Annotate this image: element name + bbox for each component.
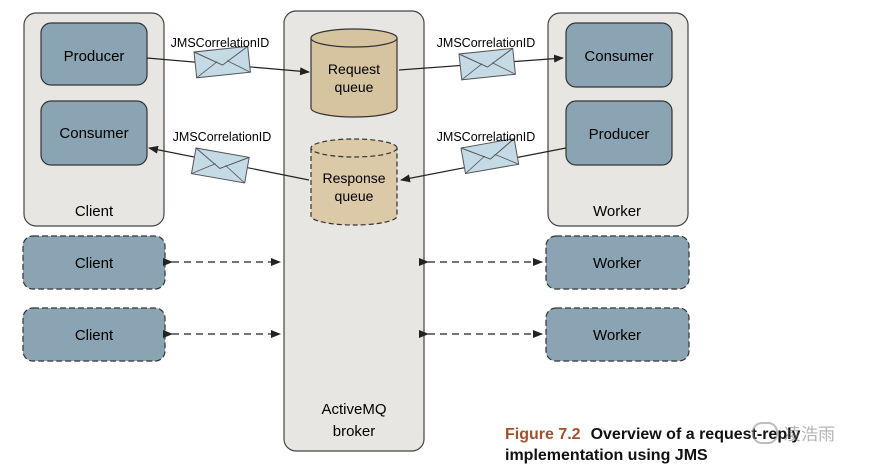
extra-client-label: Client (75, 255, 114, 272)
chat-icon (752, 421, 778, 444)
extra-worker-box (545, 235, 690, 290)
client-consumer-box (40, 100, 148, 166)
envelope-icon (460, 138, 520, 175)
response-queue: Response queue (310, 138, 398, 226)
figure-caption-text: Overview of a request-reply implementati… (505, 426, 801, 464)
watermark: 凌浩雨 (752, 420, 835, 445)
worker-consumer-label: Consumer (584, 48, 653, 65)
worker-producer-box (565, 100, 673, 166)
jms-label-request-out: JMSCorrelationID (437, 36, 536, 50)
response-queue-line2: queue (335, 188, 374, 204)
broker-subtitle: broker (333, 423, 376, 440)
request-queue-line1: Request (328, 61, 380, 77)
jms-label-request-in: JMSCorrelationID (171, 36, 270, 50)
request-queue-line2: queue (335, 79, 374, 95)
client-producer-box (40, 22, 148, 86)
envelope-icon (458, 47, 516, 81)
response-queue-line1: Response (322, 170, 385, 186)
extra-worker-label: Worker (593, 255, 641, 272)
extra-worker-label: Worker (593, 327, 641, 344)
extra-worker-box (545, 307, 690, 362)
figure-number: Figure 7.2 (505, 426, 581, 443)
envelope-icon (190, 147, 250, 184)
jms-label-response-in: JMSCorrelationID (437, 130, 536, 144)
client-producer-label: Producer (64, 48, 125, 65)
activemq-broker-box (283, 10, 425, 452)
watermark-text: 凌浩雨 (784, 425, 835, 444)
worker-label: Worker (593, 203, 641, 220)
client-label: Client (75, 203, 114, 220)
client-consumer-label: Consumer (59, 125, 128, 142)
request-queue: Request queue (310, 28, 398, 118)
envelope-icon (193, 45, 251, 79)
broker-name: ActiveMQ (321, 401, 386, 418)
worker-consumer-box (565, 22, 673, 88)
jms-label-response-out: JMSCorrelationID (173, 130, 272, 144)
worker-producer-label: Producer (589, 126, 650, 143)
extra-client-label: Client (75, 327, 114, 344)
